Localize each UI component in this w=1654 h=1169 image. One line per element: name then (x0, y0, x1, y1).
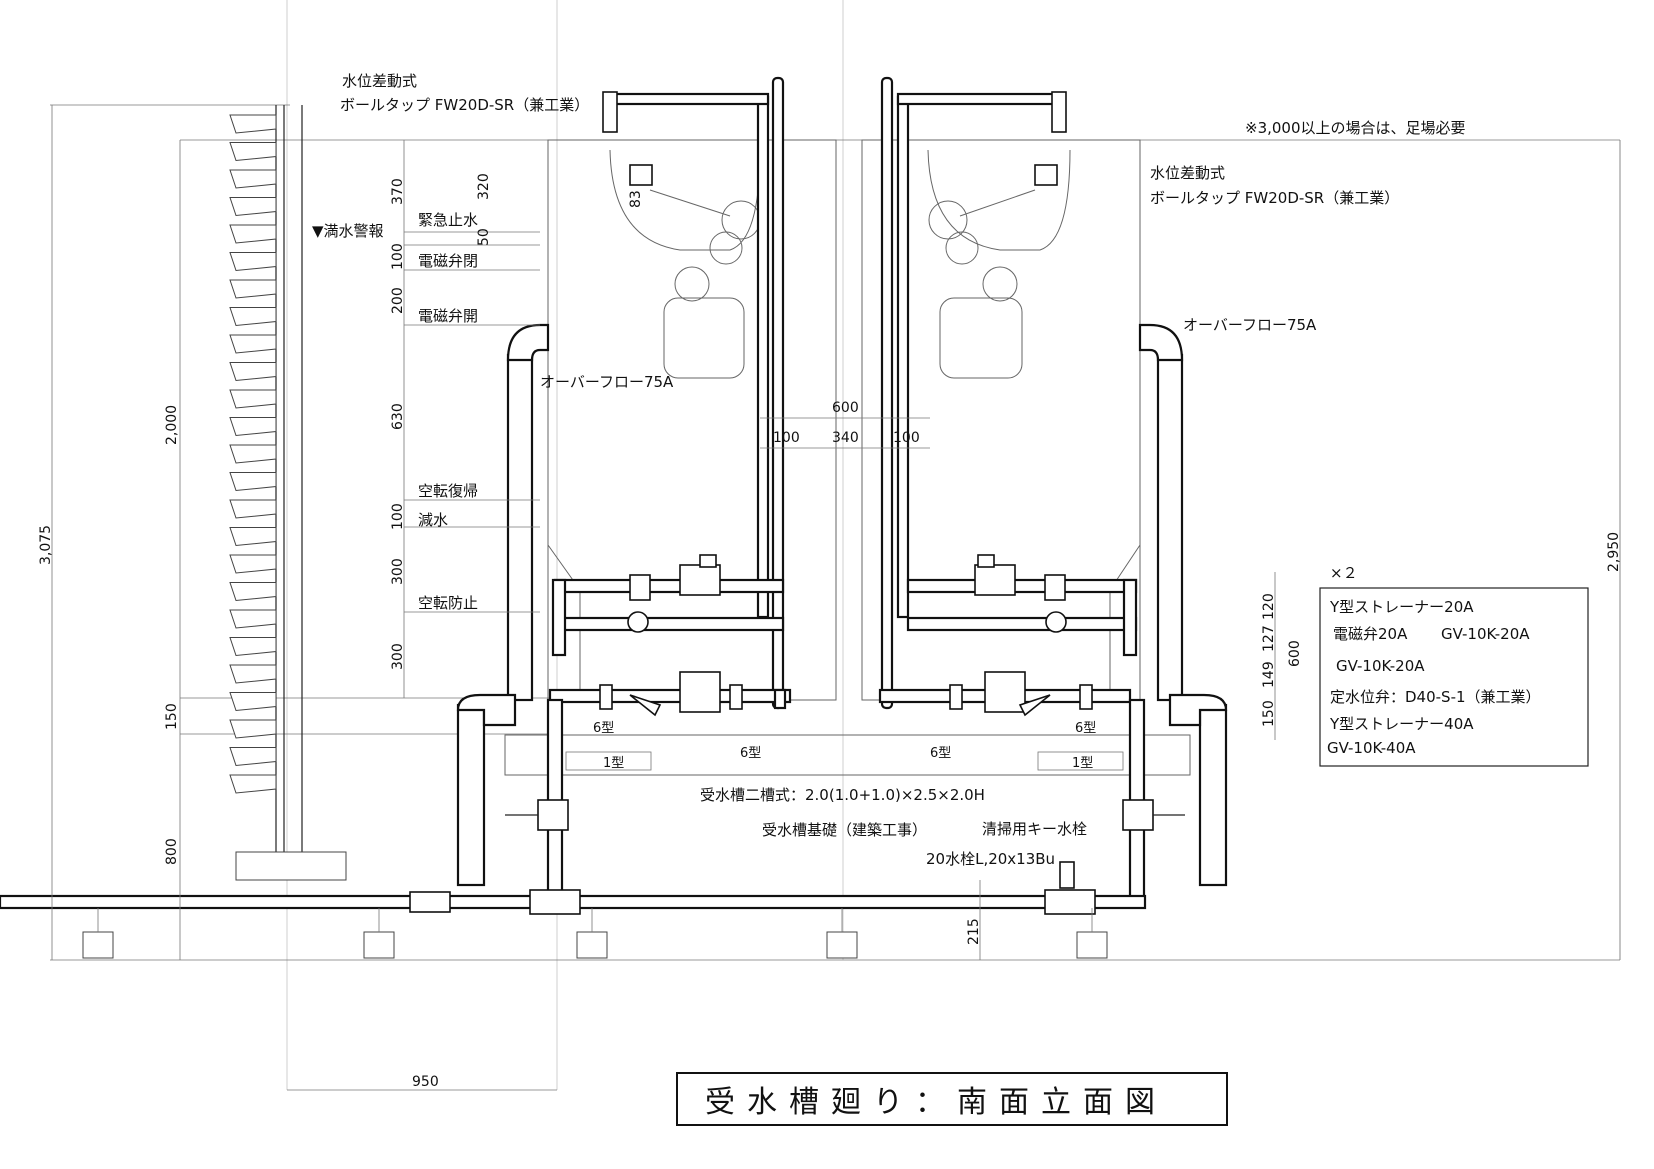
ladder-rung (229, 499, 277, 519)
times-two-label: ×２ (1330, 564, 1358, 582)
dim-127: 127 (1261, 625, 1277, 652)
pipe-supports (82, 908, 1108, 959)
dim-2000: 2,000 (164, 405, 180, 445)
ladder-rung (229, 692, 277, 712)
spec-line-6: GV-10K-40A (1327, 739, 1416, 757)
dim-100-d: 100 (893, 430, 920, 446)
access-ladder (229, 105, 347, 881)
drawing-title: 受水槽廻り：南面立面図 (705, 1085, 1167, 1120)
water-tank-left (547, 139, 837, 701)
dim-150: 150 (164, 703, 180, 730)
ladder-rung (229, 719, 277, 739)
dim-600-a: 600 (832, 400, 859, 416)
type1-label-a: 1型 (603, 756, 624, 771)
dim-149: 149 (1261, 661, 1277, 688)
ladder-rung (229, 774, 277, 794)
type6-label-d: 6型 (1075, 721, 1096, 736)
idle-prevent-label: 空転防止 (418, 594, 478, 612)
ladder-rung (229, 252, 277, 272)
dim-370: 370 (390, 178, 406, 205)
ladder-rung (229, 444, 277, 464)
idle-reset-label: 空転復帰 (418, 482, 478, 500)
cleaning-tap-label: 清掃用キー水栓 (982, 820, 1087, 838)
dim-630: 630 (390, 403, 406, 430)
dimension-lines (51, 105, 1621, 1091)
ladder-rung (229, 307, 277, 327)
overflow-left-label: オーバーフロー75A (540, 373, 674, 391)
dim-100-a: 100 (390, 243, 406, 270)
tank-spec-label: 受水槽二槽式：2.0(1.0+1.0)×2.5×2.0H (700, 786, 985, 804)
ladder-rung (229, 224, 277, 244)
ladder-rung (229, 637, 277, 657)
dim-340: 340 (832, 430, 859, 446)
ball-tap-left-label-1: 水位差動式 (342, 72, 417, 90)
dim-600-b: 600 (1287, 640, 1303, 667)
valve-assemblies (505, 554, 1185, 889)
dim-320: 320 (476, 173, 492, 200)
reference-lines (50, 0, 1621, 1090)
dim-300-b: 300 (390, 643, 406, 670)
piping (0, 76, 1228, 915)
dim-300-a: 300 (390, 558, 406, 585)
ball-tap-right-label-2: ボールタップ FW20D-SR（兼工業） (1150, 189, 1399, 207)
dim-100-b: 100 (390, 503, 406, 530)
dim-50: 50 (476, 228, 492, 246)
spec-line-5: Y型ストレーナー40A (1329, 715, 1474, 733)
dim-100-c: 100 (773, 430, 800, 446)
solenoid-close-label: 電磁弁閉 (418, 252, 478, 270)
type6-label-b: 6型 (740, 746, 761, 761)
spec-line-2b: GV-10K-20A (1441, 625, 1530, 643)
solenoid-open-label: 電磁弁開 (418, 307, 478, 325)
ladder-rung (229, 417, 277, 437)
spec-line-3: GV-10K-20A (1336, 657, 1425, 675)
ball-tap-left-label-2: ボールタップ FW20D-SR（兼工業） (340, 96, 589, 114)
emergency-stop-label: 緊急止水 (418, 211, 478, 229)
title-frame (676, 1072, 1228, 1126)
dim-800: 800 (164, 838, 180, 865)
ladder-rung (229, 609, 277, 629)
type6-label-a: 6型 (593, 721, 614, 736)
spec-line-2a: 電磁弁20A (1333, 625, 1408, 643)
overflow-right-label: オーバーフロー75A (1183, 316, 1317, 334)
ladder-rung (229, 389, 277, 409)
ladder-rung (229, 334, 277, 354)
ladder-rung (229, 362, 277, 382)
ladder-rung (229, 527, 277, 547)
scaffold-note: ※3,000以上の場合は、足場必要 (1245, 119, 1466, 137)
spec-line-4: 定水位弁：D40-S-1（兼工業） (1330, 688, 1541, 706)
dim-3075: 3,075 (38, 525, 54, 565)
dim-150-b: 150 (1261, 700, 1277, 727)
tank-foundation (504, 734, 1191, 776)
ladder-rung (229, 279, 277, 299)
ball-tap-right-label-1: 水位差動式 (1150, 164, 1225, 182)
ladder-rung (229, 664, 277, 684)
dim-215: 215 (966, 918, 982, 945)
ladder-rung (229, 197, 277, 217)
spec-box-frame (1319, 587, 1589, 767)
tap-spec-label: 20水栓L,20x13Bu (926, 850, 1055, 868)
type6-label-c: 6型 (930, 746, 951, 761)
annotations: 水位差動式 ボールタップ FW20D-SR（兼工業） 水位差動式 ボールタップ … (312, 72, 1541, 1120)
ladder-rung (229, 114, 277, 134)
ladder-rung (229, 747, 277, 767)
dim-2950: 2,950 (1606, 532, 1622, 572)
ladder-rung (229, 472, 277, 492)
water-reduce-label: 減水 (418, 511, 448, 529)
foundation-label: 受水槽基礎（建築工事） (762, 821, 927, 839)
spec-line-1: Y型ストレーナー20A (1329, 598, 1474, 616)
ladder-rung (229, 554, 277, 574)
dim-200: 200 (390, 287, 406, 314)
dimension-values: 370 320 83 50 100 200 630 100 300 300 15… (38, 173, 1622, 1090)
dim-950: 950 (412, 1074, 439, 1090)
full-water-alarm-label: ▼満水警報 (312, 222, 384, 240)
type1-label-b: 1型 (1072, 756, 1093, 771)
dim-83: 83 (628, 190, 644, 208)
ladder-rung (229, 582, 277, 602)
dim-120: 120 (1261, 593, 1277, 620)
ladder-rung (229, 142, 277, 162)
ladder-rung (229, 169, 277, 189)
